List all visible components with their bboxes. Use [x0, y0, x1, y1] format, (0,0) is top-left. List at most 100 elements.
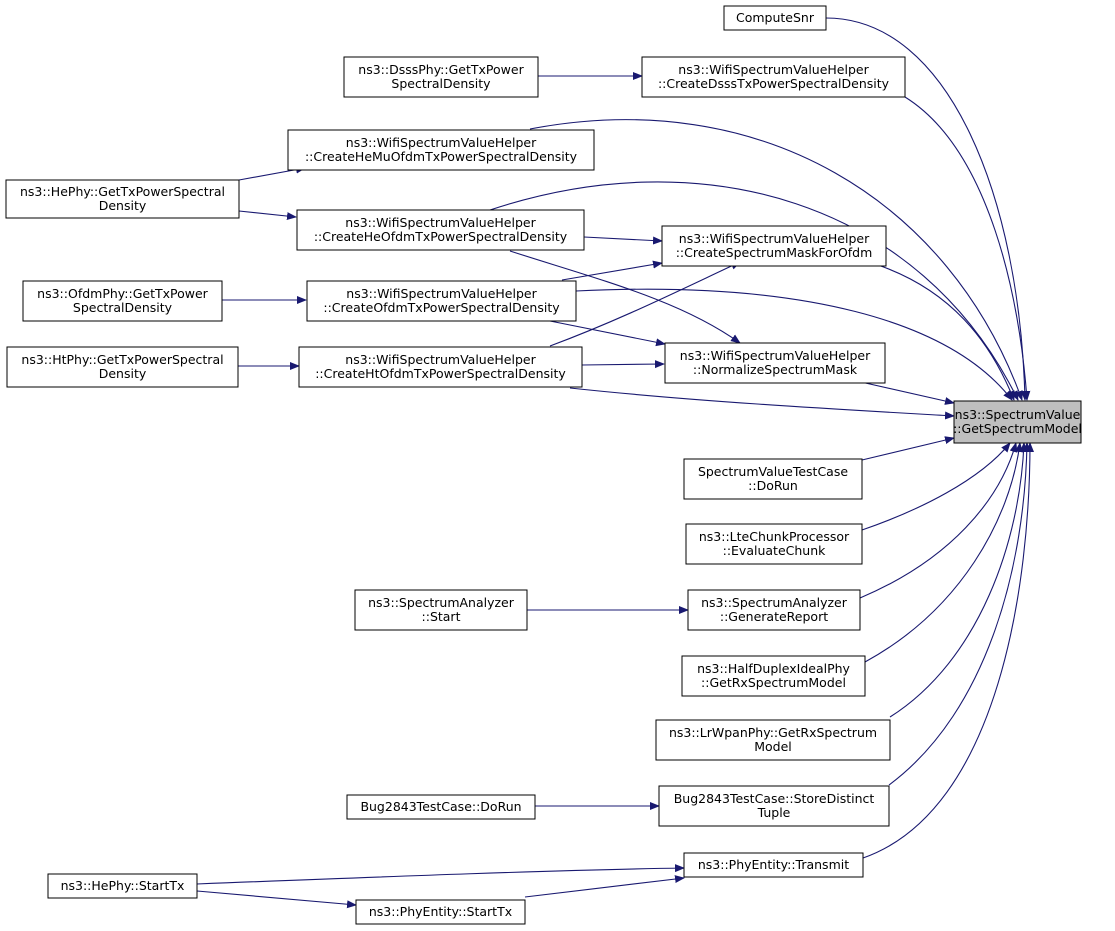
edge-createhemu-to-getspectrummodel — [529, 119, 1023, 401]
node-box — [685, 523, 863, 565]
node-label: ::Start — [422, 609, 461, 624]
node-n17[interactable]: ns3::HalfDuplexIdealPhy::GetRxSpectrumMo… — [681, 655, 866, 697]
node-box — [683, 458, 863, 500]
node-box — [664, 342, 886, 384]
node-box — [683, 852, 864, 878]
node-box — [661, 225, 887, 267]
node-n9[interactable]: ns3::WifiSpectrumValueHelper::CreateOfdm… — [306, 280, 577, 322]
node-n1[interactable]: ComputeSnr — [723, 5, 827, 31]
node-n16[interactable]: ns3::SpectrumAnalyzer::GenerateReport — [687, 589, 861, 631]
edge-createdsss-to-getspectrummodel — [904, 96, 1031, 401]
node-box — [355, 899, 526, 925]
node-box — [306, 280, 577, 322]
node-label: ns3::HePhy::GetTxPowerSpectral — [20, 184, 225, 199]
edge-createofdm-to-getspectrummodel — [575, 288, 1013, 401]
node-label: ::CreateDsssTxPowerSpectralDensity — [658, 76, 890, 91]
edge-createmask-to-getspectrummodel — [877, 264, 1015, 401]
edge-createhtofdm-to-createmask — [549, 261, 741, 347]
node-label: ::CreateHeMuOfdmTxPowerSpectralDensity — [305, 149, 578, 164]
edge-storedistinct-to-getspectrummodel — [888, 442, 1031, 786]
node-label: ns3::SpectrumAnalyzer — [701, 595, 848, 610]
edge-ltechunk-to-getspectrummodel — [861, 442, 1011, 531]
node-label: ::EvaluateChunk — [723, 543, 827, 558]
node-label: SpectrumValueTestCase — [698, 464, 848, 479]
edge-createhtofdm-to-getspectrummodel — [569, 387, 955, 420]
node-label: Density — [99, 366, 147, 381]
node-label: ns3::PhyEntity::StartTx — [369, 904, 512, 919]
node-n21[interactable]: ns3::HePhy::StartTx — [47, 873, 198, 899]
node-box — [681, 655, 866, 697]
node-label: ::CreateOfdmTxPowerSpectralDensity — [323, 300, 560, 315]
nodes-layer: ns3::SpectrumValue::GetSpectrumModel Comp… — [5, 5, 1082, 925]
node-box — [953, 400, 1082, 444]
node-n12[interactable]: ns3::WifiSpectrumValueHelper::NormalizeS… — [664, 342, 886, 384]
node-label: ns3::WifiSpectrumValueHelper — [679, 231, 870, 246]
node-label: ::GenerateReport — [720, 609, 828, 624]
node-box — [22, 280, 223, 322]
node-label: ns3::PhyEntity::Transmit — [698, 857, 849, 872]
node-label: ns3::WifiSpectrumValueHelper — [346, 286, 537, 301]
edges-layer — [196, 17, 1034, 909]
node-n18[interactable]: ns3::LrWpanPhy::GetRxSpectrumModel — [655, 719, 891, 761]
node-label: ::CreateHtOfdmTxPowerSpectralDensity — [315, 366, 566, 381]
node-n4[interactable]: ns3::WifiSpectrumValueHelper::CreateHeMu… — [287, 129, 595, 171]
edge-createheofdm-to-normalize — [509, 250, 741, 344]
node-label: ::NormalizeSpectrumMask — [693, 362, 858, 377]
edge-halfduplex-to-getspectrummodel — [864, 442, 1023, 663]
node-label: Model — [754, 739, 792, 754]
node-label: ::GetSpectrumModel — [953, 421, 1082, 436]
node-box — [296, 209, 585, 251]
node-label: Tuple — [757, 805, 791, 820]
edge-createofdm-to-createmask — [561, 260, 663, 281]
edge-createheofdm-to-getspectrummodel — [489, 181, 1019, 401]
node-label: ns3::OfdmPhy::GetTxPower — [37, 286, 208, 301]
node-label: ::CreateHeOfdmTxPowerSpectralDensity — [314, 229, 568, 244]
node-box — [287, 129, 595, 171]
node-box — [658, 785, 890, 827]
edge-normalize-to-getspectrummodel — [860, 381, 955, 405]
node-label: ns3::WifiSpectrumValueHelper — [346, 135, 537, 150]
node-n13[interactable]: SpectrumValueTestCase::DoRun — [683, 458, 863, 500]
node-label: Bug2843TestCase::DoRun — [360, 799, 521, 814]
node-n_target[interactable]: ns3::SpectrumValue::GetSpectrumModel — [953, 400, 1082, 444]
node-box — [343, 56, 539, 98]
edge-createofdm-to-normalize — [549, 320, 666, 347]
edge-generatereport-to-getspectrummodel — [859, 442, 1018, 599]
node-box — [6, 346, 239, 388]
node-n11[interactable]: ns3::WifiSpectrumValueHelper::CreateHtOf… — [298, 346, 583, 388]
edge-hephy-to-createheofdm — [238, 210, 297, 221]
node-n23[interactable]: ns3::PhyEntity::StartTx — [355, 899, 526, 925]
edge-computesnr-to-getspectrummodel — [825, 17, 1029, 401]
edge-hephy-starttx-to-transmit — [196, 864, 685, 885]
node-label: ns3::WifiSpectrumValueHelper — [678, 62, 869, 77]
node-n7[interactable]: ns3::WifiSpectrumValueHelper::CreateSpec… — [661, 225, 887, 267]
node-n22[interactable]: ns3::PhyEntity::Transmit — [683, 852, 864, 878]
node-label: ns3::WifiSpectrumValueHelper — [345, 215, 536, 230]
node-box — [47, 873, 198, 899]
edge-phyentity-starttx-to-transmit — [524, 875, 685, 898]
node-label: ::CreateSpectrumMaskForOfdm — [676, 245, 873, 260]
node-n2[interactable]: ns3::WifiSpectrumValueHelper::CreateDsss… — [641, 56, 906, 98]
node-n14[interactable]: ns3::LteChunkProcessor::EvaluateChunk — [685, 523, 863, 565]
node-n6[interactable]: ns3::WifiSpectrumValueHelper::CreateHeOf… — [296, 209, 585, 251]
node-label: ns3::SpectrumAnalyzer — [368, 595, 515, 610]
node-label: ns3::HtPhy::GetTxPowerSpectral — [21, 352, 223, 367]
node-box — [723, 5, 827, 31]
node-label: Bug2843TestCase::StoreDistinct — [674, 791, 875, 806]
node-label: ::GetRxSpectrumModel — [701, 675, 846, 690]
node-box — [687, 589, 861, 631]
node-label: ns3::LrWpanPhy::GetRxSpectrum — [669, 725, 877, 740]
node-n15[interactable]: ns3::SpectrumAnalyzer::Start — [354, 589, 528, 631]
node-label: SpectralDensity — [391, 76, 491, 91]
node-label: ns3::LteChunkProcessor — [699, 529, 850, 544]
node-n19[interactable]: Bug2843TestCase::DoRun — [346, 794, 536, 820]
node-box — [346, 794, 536, 820]
node-box — [5, 179, 240, 219]
node-label: SpectralDensity — [73, 300, 173, 315]
